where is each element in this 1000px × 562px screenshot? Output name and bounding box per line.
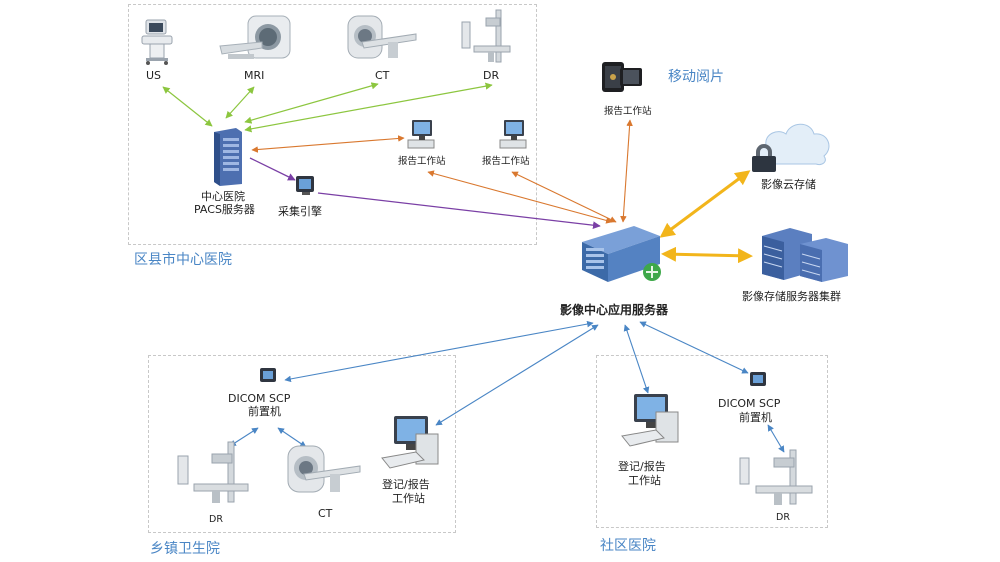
region-county [128,4,537,245]
cloud-lock-icon [752,123,830,172]
link-mobile-center [620,119,633,223]
report-ws-1-label: 报告工作站 [398,156,446,167]
comm-scp-label-line2: 前置机 [739,411,772,424]
link-center-cloud [659,170,751,238]
comm-dr-label: DR [776,512,790,523]
link-pacs-report1 [251,135,405,153]
us-label: US [146,69,162,82]
town-ws-label-line1: 登记/报告 [382,478,430,491]
computer-icon [621,394,679,447]
mobile-title: 移动阅片 [668,69,724,85]
ultrasound-icon [141,19,173,65]
town-ws-label-line2: 工作站 [392,492,425,505]
ct-scanner-icon [287,445,361,493]
link-mri-pacs [225,86,255,119]
pacs-label-line1: 中心医院 [201,190,245,203]
computer-icon [499,120,527,149]
region-community-label: 社区医院 [600,538,656,554]
x-ray-icon [739,449,813,505]
link-capture-center [317,192,601,230]
tablet-icon [602,62,642,92]
capture-engine-icon [260,368,276,382]
dr-top-label: DR [483,69,500,82]
capture-engine-icon [296,176,314,195]
tower-server-icon [214,128,242,186]
mri-label: MRI [244,69,265,82]
pacs-label-line2: PACS服务器 [194,203,255,216]
computer-icon [381,416,439,469]
link-dr-pacs [244,82,493,133]
mobile-ws-label: 报告工作站 [604,106,652,117]
link-townscp-ct [277,427,307,448]
link-commscp-dr [767,424,785,453]
town-dr-label: DR [209,514,223,525]
link-townscp-dr [229,427,259,447]
x-ray-icon [461,9,511,63]
report-ws-2-label: 报告工作站 [482,156,530,167]
comm-ws-label-line1: 登记/报告 [618,460,666,473]
capture-label: 采集引擎 [278,205,322,218]
comm-ws-label-line2: 工作站 [628,474,661,487]
link-us-pacs [162,86,213,127]
link-report2-center [511,171,617,223]
ct-scanner-icon [347,15,417,59]
center-server-label: 影像中心应用服务器 [560,303,669,317]
link-center-comm-ws [623,324,650,394]
computer-icon [407,120,435,149]
town-scp-label-line1: DICOM SCP [228,392,291,405]
link-center-cluster [661,246,753,264]
cloud-label: 影像云存储 [761,178,816,191]
link-ct-pacs [244,82,379,124]
capture-engine-icon [750,372,766,386]
link-center-town-ws [435,324,599,426]
x-ray-icon [177,441,249,503]
link-center-town-scp [284,320,594,383]
server-rack-icon [762,228,848,282]
ct-top-label: CT [375,69,390,82]
rack-server-icon [582,226,661,282]
mri-scanner-icon [219,15,291,59]
town-ct-label: CT [318,507,333,520]
region-township-label: 乡镇卫生院 [150,541,220,557]
region-county-label: 区县市中心医院 [134,252,232,268]
comm-scp-label-line1: DICOM SCP [718,397,781,410]
link-report1-center [427,170,613,224]
town-scp-label-line2: 前置机 [248,405,281,418]
link-center-comm-scp [639,321,749,374]
link-pacs-capture [249,157,296,181]
cluster-label: 影像存储服务器集群 [742,290,841,303]
